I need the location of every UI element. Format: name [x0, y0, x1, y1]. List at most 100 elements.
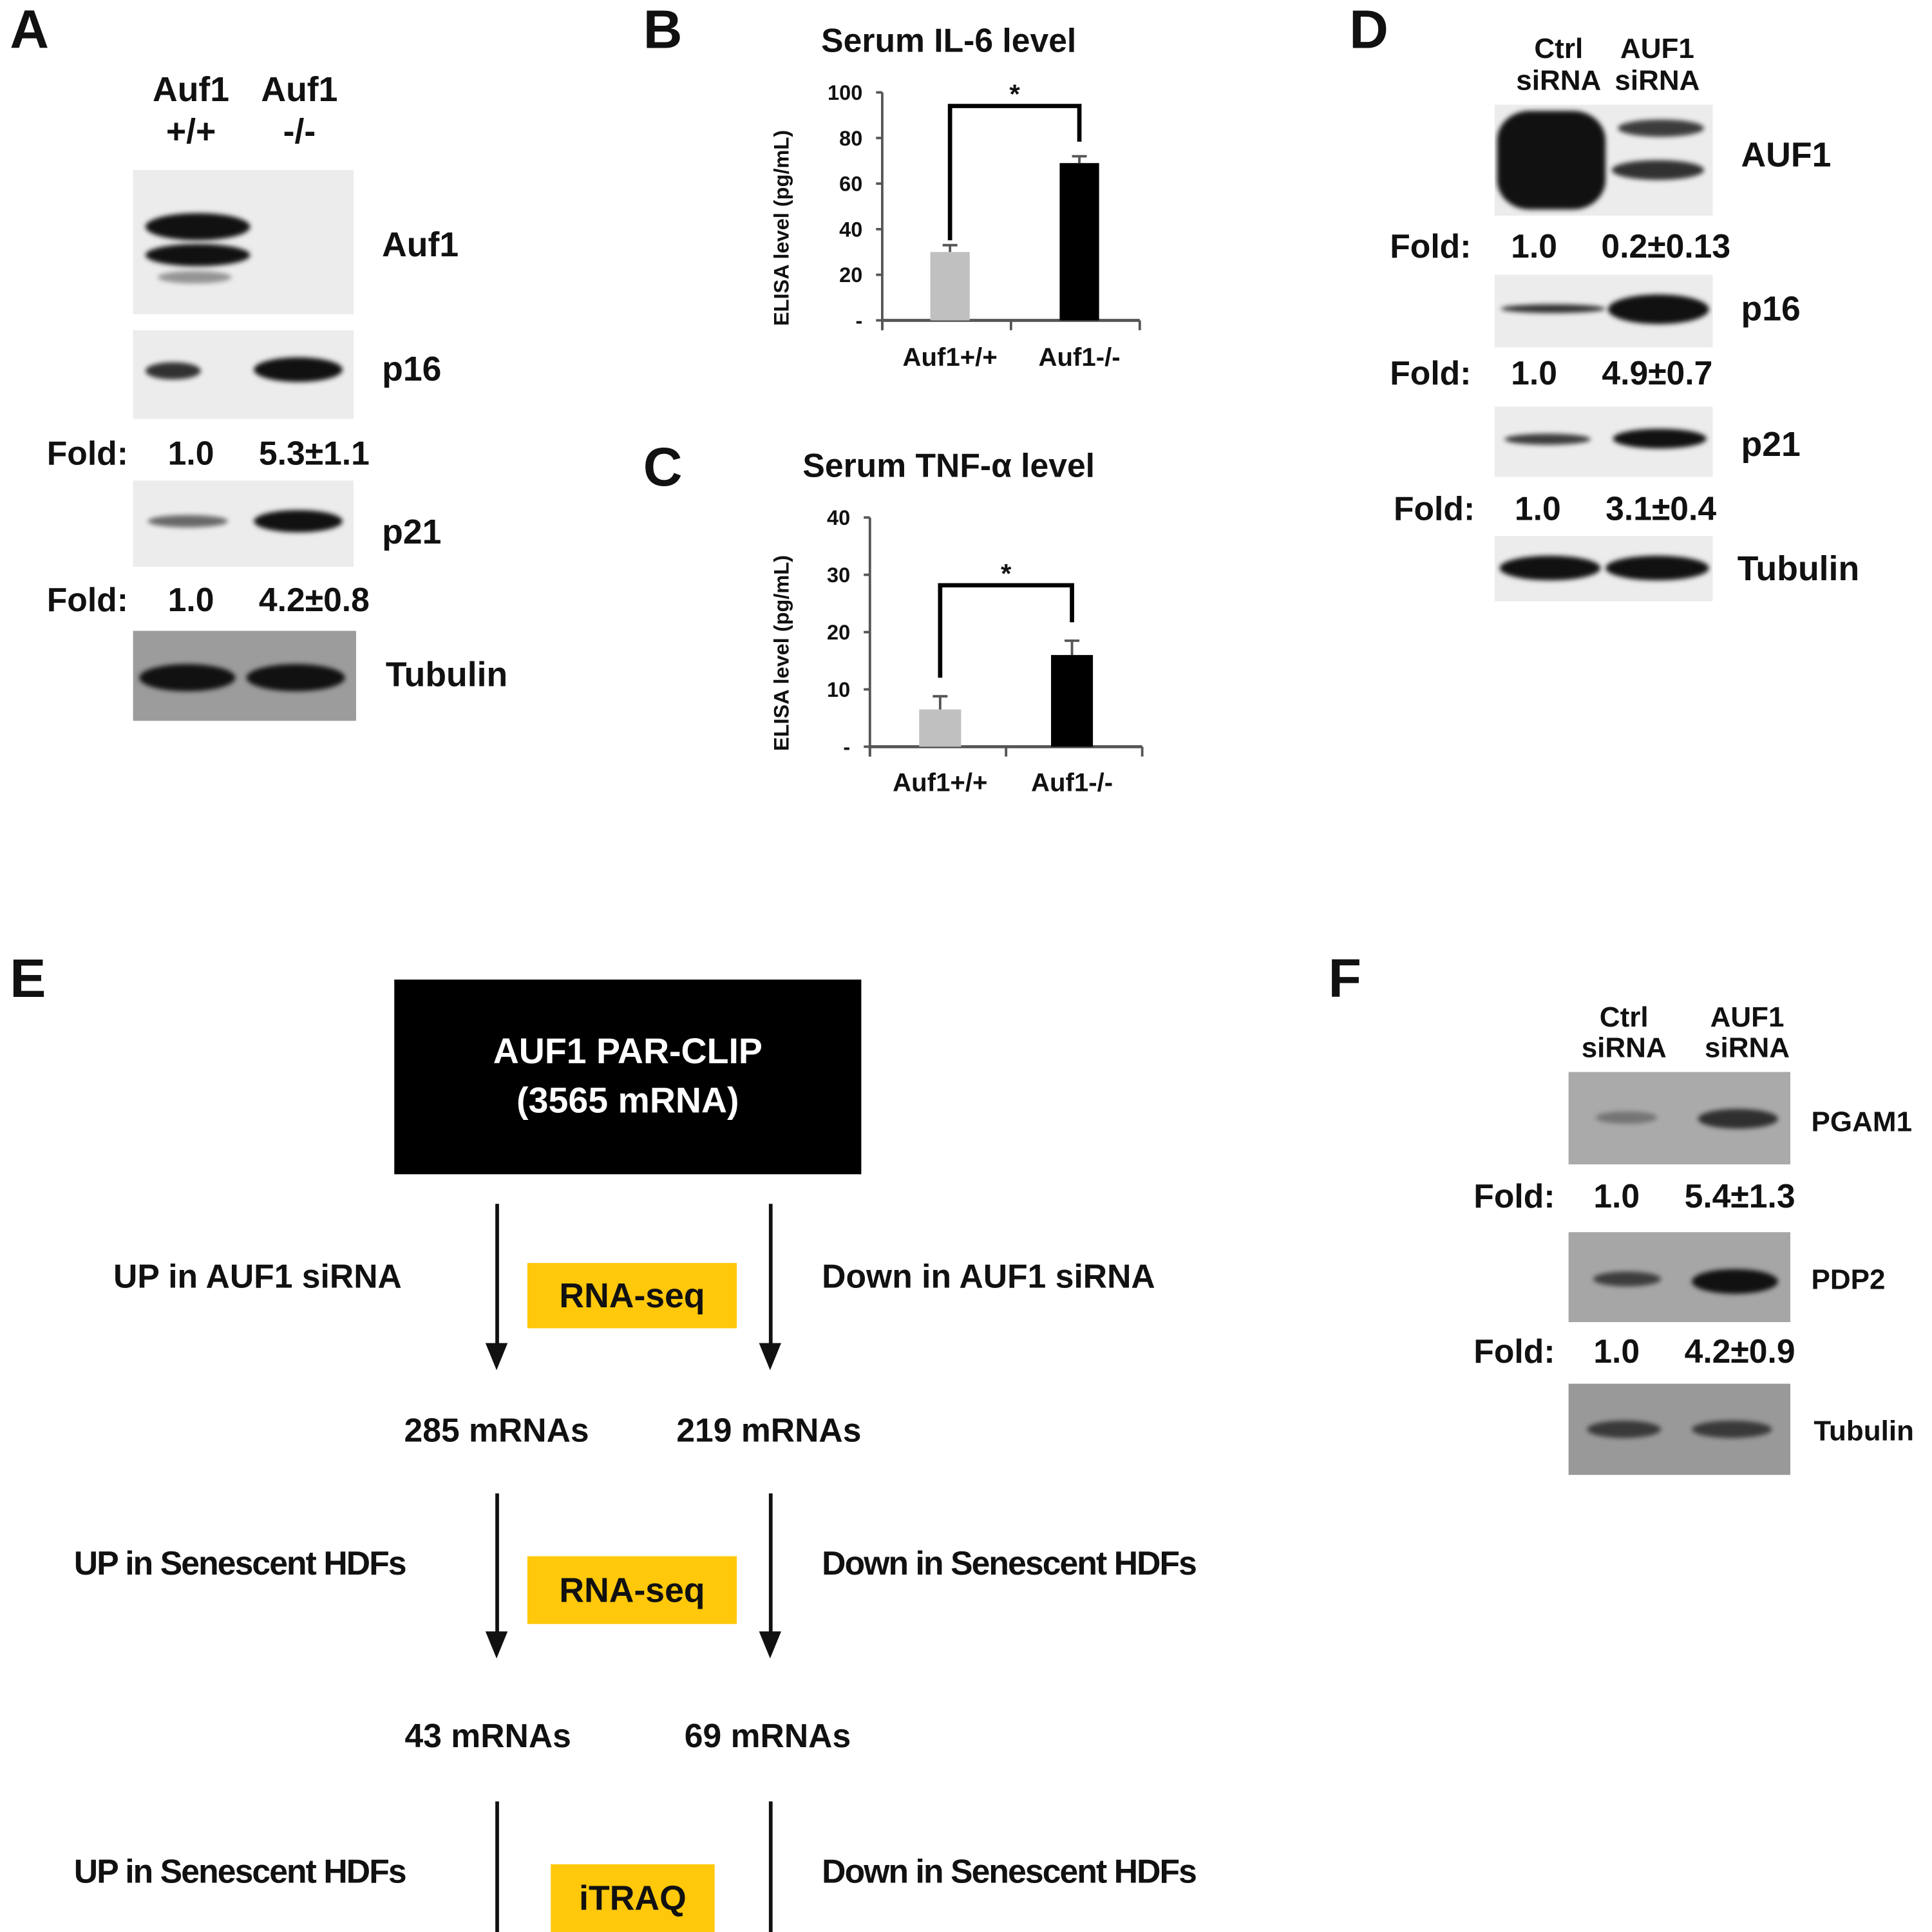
arrow-down-regulated — [768, 1204, 773, 1346]
step-right-label: Down in Senescent HDFs — [822, 1853, 1197, 1891]
fold-label: Fold: — [46, 435, 128, 472]
y-tick-label: 40 — [827, 506, 850, 529]
step-left-label: UP in Senescent HDFs — [73, 1853, 407, 1891]
y-tick-label: 20 — [827, 621, 850, 644]
fold-value: 1.0 — [1511, 355, 1557, 392]
x-tick-label: Auf1-/- — [1031, 768, 1113, 797]
lane-header-wt: Auf1+/+ — [153, 69, 229, 153]
fold-label: Fold: — [1393, 490, 1475, 527]
par-clip-box: AUF1 PAR-CLIP (3565 mRNA) — [394, 980, 862, 1175]
count-left: 43 mRNAs — [404, 1718, 571, 1755]
blot-label: AUF1 — [1741, 135, 1832, 174]
panel-f-letter: F — [1328, 949, 1361, 1009]
blot-p21 — [133, 480, 354, 567]
x-tick-label: Auf1-/- — [1038, 343, 1120, 372]
significance-star: * — [1001, 558, 1012, 589]
method-badge: iTRAQ — [551, 1864, 715, 1932]
y-tick-label: 20 — [839, 263, 862, 287]
x-tick-label: Auf1+/+ — [903, 343, 998, 372]
y-tick-label: - — [843, 735, 850, 759]
lane-header-line: +/+ — [166, 112, 216, 151]
blot-tubulin — [133, 630, 356, 721]
fold-value: 3.1±0.4 — [1605, 490, 1717, 527]
blot-label: Tubulin — [385, 655, 508, 694]
significance-star: * — [1009, 79, 1020, 109]
y-tick-label: 80 — [839, 127, 862, 150]
panel-b-letter: B — [643, 0, 683, 61]
y-tick-label: 40 — [839, 218, 862, 241]
lane-header-line: Auf1 — [153, 70, 230, 109]
lane-header-line: siRNA — [1516, 64, 1602, 97]
fold-label: Fold: — [1473, 1333, 1555, 1370]
lane-header-line: Ctrl — [1534, 32, 1584, 64]
step-right-label: Down in AUF1 siRNA — [822, 1258, 1155, 1295]
fold-label: Fold: — [46, 582, 128, 619]
par-clip-count: (3565 mRNA) — [516, 1081, 739, 1122]
fold-value: 1.0 — [1593, 1333, 1640, 1370]
lane-header-line: siRNA — [1705, 1031, 1790, 1064]
count-right: 219 mRNAs — [676, 1412, 862, 1450]
arrow-head-icon — [759, 1343, 782, 1370]
arrow-head-icon — [485, 1343, 508, 1370]
fold-label: Fold: — [1390, 355, 1472, 392]
bar — [1059, 163, 1099, 321]
panel-c-letter: C — [643, 437, 683, 498]
lane-header-line: Auf1 — [261, 70, 338, 109]
fold-value: 1.0 — [167, 435, 214, 472]
fold-label: Fold: — [1473, 1178, 1555, 1215]
y-tick-label: - — [855, 309, 862, 332]
panel-e-letter: E — [10, 949, 46, 1009]
arrow-down-regulated — [768, 1493, 773, 1634]
blot-label: PGAM1 — [1811, 1105, 1913, 1137]
blot-label: p16 — [382, 350, 442, 388]
method-badge: RNA-seq — [527, 1556, 737, 1624]
fold-value: 5.4±1.3 — [1684, 1178, 1795, 1215]
fold-value: 4.9±0.7 — [1602, 355, 1713, 392]
arrow-up-regulated — [495, 1493, 499, 1634]
blot-tubulin — [1494, 536, 1713, 601]
fold-value: 4.2±0.8 — [258, 582, 370, 619]
panel-d-letter: D — [1349, 0, 1388, 61]
par-clip-title: AUF1 PAR-CLIP — [493, 1032, 762, 1072]
arrow-head-icon — [485, 1631, 508, 1659]
lane-header-line: -/- — [283, 112, 316, 151]
arrow-up-regulated — [495, 1801, 499, 1932]
fold-value: 0.2±0.13 — [1601, 227, 1731, 265]
fold-value: 4.2±0.9 — [1684, 1333, 1795, 1370]
fold-value: 5.3±1.1 — [258, 435, 370, 472]
lane-header-line: siRNA — [1615, 64, 1700, 97]
fold-value: 1.0 — [1511, 227, 1557, 265]
lane-header-line: AUF1 — [1710, 1000, 1785, 1033]
lane-header-line: Ctrl — [1599, 1000, 1649, 1033]
count-right: 69 mRNAs — [684, 1718, 851, 1755]
y-tick-label: 10 — [827, 678, 850, 701]
blot-label: p21 — [382, 512, 442, 551]
y-tick-label: 60 — [839, 173, 862, 196]
blot-label: PDP2 — [1811, 1263, 1886, 1295]
step-right-label: Down in Senescent HDFs — [822, 1545, 1197, 1582]
significance-bracket — [947, 104, 1082, 241]
arrow-down-regulated — [768, 1801, 773, 1932]
chart-title: Serum IL-6 level — [821, 21, 1076, 59]
arrow-head-icon — [759, 1631, 782, 1659]
blot-label: Tubulin — [1737, 549, 1860, 588]
step-left-label: UP in AUF1 siRNA — [113, 1258, 402, 1295]
fold-value: 1.0 — [1514, 490, 1561, 527]
bar — [1051, 655, 1094, 747]
blot-p16 — [1494, 274, 1713, 348]
count-left: 285 mRNAs — [404, 1412, 589, 1450]
y-axis-label: ELISA level (pg/mL) — [770, 130, 793, 326]
step-left-label: UP in Senescent HDFs — [73, 1545, 407, 1582]
chart-title: Serum TNF-α level — [802, 446, 1095, 484]
blot-pgam1 — [1568, 1072, 1791, 1165]
y-tick-label: 30 — [827, 564, 850, 587]
blot-label: Auf1 — [382, 225, 459, 264]
fold-label: Fold: — [1390, 227, 1472, 265]
lane-header-line: siRNA — [1581, 1031, 1667, 1064]
blot-p21 — [1494, 406, 1713, 477]
